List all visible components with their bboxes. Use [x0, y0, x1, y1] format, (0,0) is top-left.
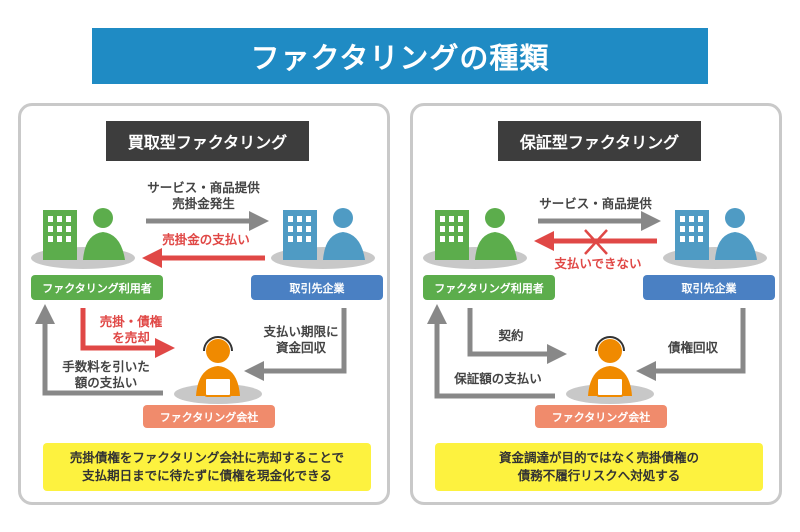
fee-line2: 額の支払い: [74, 375, 138, 390]
sell-line1: 売掛・債権: [99, 314, 163, 329]
fee-payment-arrow: [35, 304, 163, 396]
user-label: ファクタリング利用者: [31, 275, 163, 300]
company-label: ファクタリング会社: [143, 405, 275, 428]
panel-heading: 買取型ファクタリング: [106, 121, 309, 161]
note-line2: 債務不履行リスクへ対処する: [517, 468, 681, 483]
company-label: ファクタリング会社: [535, 405, 667, 428]
collect-arrow: [636, 308, 746, 381]
diagram-graphics: [31, 208, 375, 404]
collect-line2: 資金回収: [275, 340, 326, 355]
sell-arrow: [80, 308, 175, 358]
guarantee-text: 保証額の支払い: [454, 371, 542, 386]
note-box: 売掛債権をファクタリング会社に売却することで 支払期日までに待たずに債権を現金化…: [43, 443, 371, 491]
sell-line2: を売却: [112, 330, 150, 345]
operator-icon: [174, 336, 262, 404]
sell-text: 売掛・債権 を売却: [91, 314, 171, 346]
service-text: サービス・商品提供: [539, 196, 652, 211]
partner-building-person-icon: [663, 208, 767, 269]
cross-icon: [584, 229, 608, 255]
note-line1: 資金調達が目的ではなく売掛債権の: [498, 450, 699, 465]
panel-heading: 保証型ファクタリング: [498, 121, 701, 161]
diagram-graphics: [423, 208, 767, 404]
partner-label: 取引先企業: [251, 275, 383, 300]
payment-text: 売掛金の支払い: [162, 232, 250, 247]
note-line2: 支払期日までに待たずに債権を現金化できる: [82, 468, 332, 483]
user-building-person-icon: [423, 208, 527, 269]
fee-text: 手数料を引いた 額の支払い: [51, 359, 161, 391]
partner-label: 取引先企業: [643, 275, 775, 300]
purchase-factoring-panel: 買取型ファクタリング サービス・商品提供 売掛金発生 売掛金の支払い ファクタリ…: [18, 103, 390, 505]
collect-text: 支払い期限に 資金回収: [256, 324, 346, 356]
contract-text: 契約: [498, 328, 524, 343]
collect-line1: 支払い期限に: [263, 324, 339, 339]
operator-icon: [566, 336, 654, 404]
note-line1: 売掛債権をファクタリング会社に売却することで: [69, 450, 345, 465]
fee-line1: 手数料を引いた: [62, 359, 150, 374]
collect-text: 債権回収: [667, 340, 718, 355]
service-line2: 売掛金発生: [172, 196, 235, 211]
note-box: 資金調達が目的ではなく売掛債権の 債務不履行リスクへ対処する: [435, 443, 763, 491]
user-label: ファクタリング利用者: [423, 275, 555, 300]
contract-arrow: [467, 308, 567, 364]
guarantee-payment-arrow: [427, 304, 555, 399]
user-building-person-icon: [31, 208, 135, 269]
page-title: ファクタリングの種類: [92, 28, 708, 84]
partner-building-person-icon: [271, 208, 375, 269]
collect-arrow: [244, 308, 347, 381]
service-text: サービス・商品提供 売掛金発生: [126, 180, 281, 212]
service-line1: サービス・商品提供: [147, 180, 260, 195]
guarantee-factoring-panel: 保証型ファクタリング サービス・商品提供 支払いできない ファクタリング利用者 …: [410, 103, 782, 505]
cannot-pay-text: 支払いできない: [554, 256, 642, 271]
